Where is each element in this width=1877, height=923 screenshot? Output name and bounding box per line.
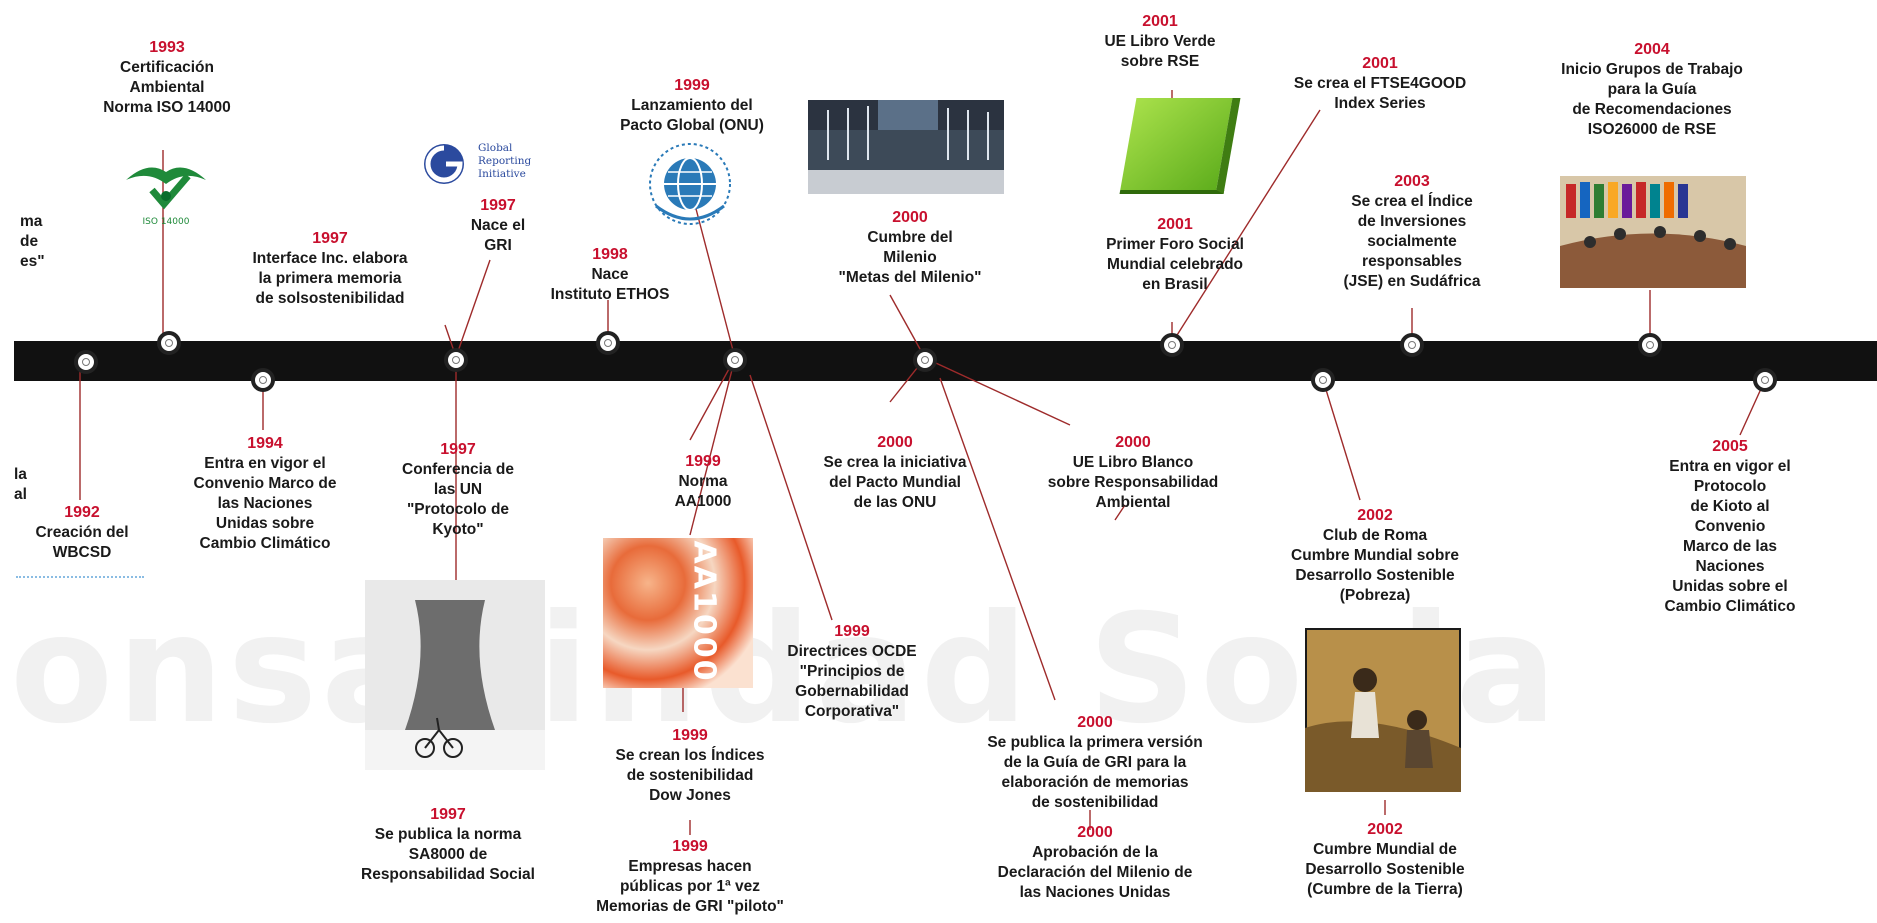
timeline-node-1998: [596, 331, 620, 355]
iso26000-meeting-photo: [1560, 176, 1746, 288]
timeline-node-1999: [723, 348, 747, 372]
wbcsd-logo: [16, 576, 144, 592]
timeline-node-2005: [1753, 368, 1777, 392]
timeline-node-2000: [913, 348, 937, 372]
un-building-photo: [808, 100, 1004, 194]
gri-logo-text: Global Reporting Initiative: [478, 142, 532, 180]
gri-logo: Global Reporting Initiative: [420, 140, 570, 188]
aa1000-logo-text: AA1000: [686, 540, 722, 683]
timeline-node-1992: [74, 350, 98, 374]
iso-logo-text: ISO 14000: [143, 217, 190, 227]
cut-text-left-top: ma de es": [20, 213, 45, 270]
timeline-node-1994: [251, 368, 275, 392]
timeline-node-1997: [444, 348, 468, 372]
cut-text-left-mid: la al: [14, 466, 27, 503]
child-poverty-photo: [1305, 628, 1461, 792]
gri-globe-icon: [424, 144, 464, 184]
iso-14000-logo: ISO 14000: [126, 167, 206, 227]
timeline-node-2001: [1160, 333, 1184, 357]
timeline-node-2002: [1311, 368, 1335, 392]
green-book-image: [1119, 98, 1241, 194]
timeline-node-1993: [157, 331, 181, 355]
timeline-node-2003: [1400, 333, 1424, 357]
aa1000-image: AA1000: [603, 538, 753, 688]
global-compact-logo: [649, 143, 731, 225]
timeline-node-2004: [1638, 333, 1662, 357]
cooling-tower-photo: [365, 580, 545, 770]
timeline-bar: [14, 341, 1877, 381]
